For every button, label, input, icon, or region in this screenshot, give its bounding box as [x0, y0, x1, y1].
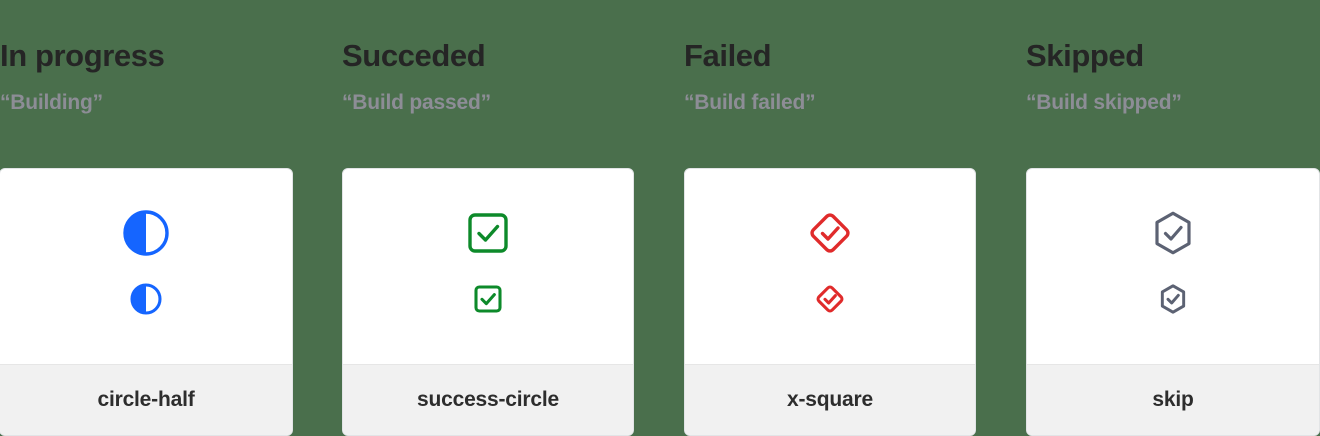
icon-card-body	[1027, 169, 1319, 364]
icon-card-skip[interactable]: skip	[1026, 168, 1320, 436]
icon-name-label: circle-half	[97, 388, 195, 411]
status-column-skipped: Skipped “Build skipped” skip	[1026, 0, 1320, 436]
icon-name-label: x-square	[787, 388, 873, 411]
status-column-succeded: Succeded “Build passed” success-circle	[342, 0, 684, 436]
icon-card-success-circle[interactable]: success-circle	[342, 168, 634, 436]
column-subheading: “Build passed”	[342, 91, 491, 114]
icon-card-x-square[interactable]: x-square	[684, 168, 976, 436]
success-circle-icon-small	[474, 285, 502, 313]
x-square-icon-small	[816, 285, 844, 313]
column-heading: In progress	[0, 38, 165, 73]
status-column-in-progress: In progress “Building” circle-half	[0, 0, 342, 436]
column-heading: Failed	[684, 38, 772, 73]
circle-half-icon	[123, 210, 169, 256]
icon-card-footer: success-circle	[343, 364, 633, 435]
icon-card-footer: skip	[1027, 364, 1319, 435]
circle-half-icon-small	[130, 283, 162, 315]
column-heading: Skipped	[1026, 38, 1144, 73]
icon-card-body	[343, 169, 633, 364]
success-circle-icon	[468, 213, 508, 253]
column-subheading: “Building”	[0, 91, 103, 114]
column-subheading: “Build skipped”	[1026, 91, 1182, 114]
icon-card-body	[685, 169, 975, 364]
skip-icon-small	[1160, 284, 1186, 314]
icon-card-body	[0, 169, 292, 364]
x-square-icon	[810, 213, 850, 253]
column-subheading: “Build failed”	[684, 91, 816, 114]
icon-name-label: success-circle	[417, 388, 559, 411]
status-column-failed: Failed “Build failed” x-square	[684, 0, 1026, 436]
icon-card-footer: x-square	[685, 364, 975, 435]
skip-icon	[1155, 211, 1191, 255]
icon-card-circle-half[interactable]: circle-half	[0, 168, 293, 436]
icon-card-footer: circle-half	[0, 364, 292, 435]
column-heading: Succeded	[342, 38, 486, 73]
icon-name-label: skip	[1152, 388, 1194, 411]
